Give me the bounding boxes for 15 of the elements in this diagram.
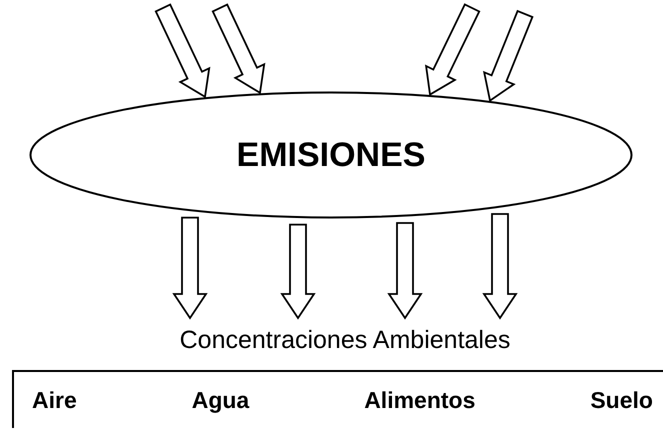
table-box [12,370,663,428]
hollow-arrow [482,213,518,320]
column-heading: Alimentos [364,388,476,412]
hollow-arrow [154,3,210,98]
hollow-arrow [424,3,480,96]
hollow-arrow [387,222,423,320]
hollow-arrow [280,224,316,320]
text-label: Concentraciones Ambientales [180,328,510,352]
hollow-arrow [212,3,266,94]
hollow-arrow [172,216,208,320]
column-heading: Agua [192,388,250,412]
hollow-arrow [482,10,534,102]
column-heading: Suelo [590,388,653,412]
column-heading: Aire [32,388,77,412]
ellipse-label: EMISIONES [236,138,426,172]
